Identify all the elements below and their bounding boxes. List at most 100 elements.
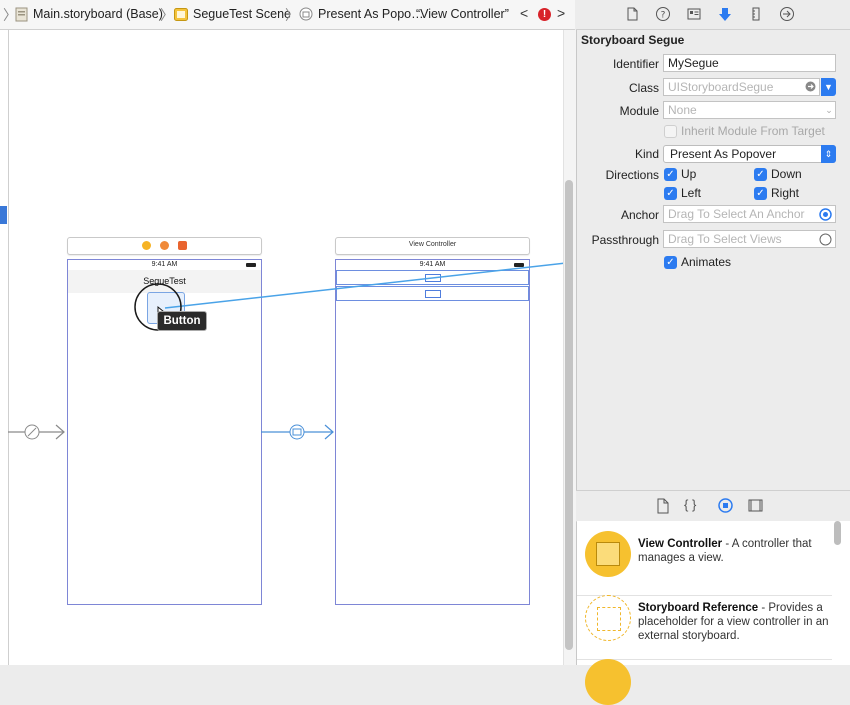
placeholder-icon [425,290,441,298]
kind-value: Present As Popover [670,147,777,161]
library-item-title: View Controller [638,538,723,550]
battery-icon [246,263,256,267]
direction-right-checkbox[interactable]: ✓ [754,187,767,200]
storyboard-file-icon [15,7,28,22]
identifier-label: Identifier [612,57,659,71]
breadcrumb: 〉 Main.storyboard (Base) 〉 SegueTest Sce… [0,0,575,30]
class-dropdown-button[interactable]: ▼ [821,78,836,96]
file-template-library-icon[interactable] [656,498,670,514]
svg-text:?: ? [661,11,666,21]
status-bar-time: 9:41 AM [419,261,446,268]
library-item-partial-icon [585,659,631,705]
connections-inspector-icon[interactable] [779,6,795,22]
chevron-right-icon[interactable]: > [557,5,566,21]
error-badge-icon[interactable]: ! [538,8,551,21]
anchor-field[interactable]: Drag To Select An Anchor [663,205,836,223]
popover-segue-glyph [292,428,302,436]
chevron-right-icon: 〉 [285,7,299,23]
object-library-list[interactable]: View Controller - A controller that mana… [577,521,850,705]
direction-down-checkbox[interactable]: ✓ [754,168,767,181]
navigation-bar [68,270,261,293]
storyboard-reference-icon [585,595,631,641]
identity-inspector-icon[interactable] [686,6,702,22]
library-item-text: Storyboard Reference - Provides a placeh… [638,601,830,643]
view-controller-icon [585,531,631,577]
status-bar-time: 9:41 AM [151,261,178,268]
scene2-dock[interactable]: View Controller [335,237,530,255]
segue-icon [299,7,313,21]
go-arrow-icon[interactable] [805,81,816,92]
selection-marker [0,206,7,224]
breadcrumb-item-destination[interactable]: “View Controller” [416,7,509,21]
module-dropdown-icon[interactable]: ⌄ [825,105,833,115]
battery-icon [514,263,524,267]
chevron-left-icon[interactable]: < [520,5,529,21]
anchor-connect-icon[interactable] [819,208,832,221]
direction-up-checkbox[interactable]: ✓ [664,168,677,181]
media-library-icon[interactable] [748,499,763,512]
inspector-tabs: ? [576,0,850,30]
direction-right-label: Right [771,186,800,200]
library-item-text: View Controller - A controller that mana… [638,537,830,565]
kind-dropdown-icon[interactable]: ⇕ [821,145,836,163]
scene-icon [174,8,188,21]
passthrough-connect-icon[interactable] [819,233,832,246]
direction-left-checkbox[interactable]: ✓ [664,187,677,200]
animates-checkbox[interactable]: ✓ [664,256,677,269]
object-library-icon[interactable] [718,498,733,513]
exit-dock-icon[interactable] [178,241,187,250]
quick-help-icon[interactable]: ? [655,6,671,22]
initial-segue-glyph [27,427,37,437]
drag-tooltip: Button [157,311,207,331]
attributes-inspector-icon[interactable] [717,6,733,22]
canvas-overlay [8,261,575,440]
popover-segue-icon[interactable] [289,424,305,440]
file-inspector-icon[interactable] [624,6,640,22]
passthrough-field[interactable]: Drag To Select Views [663,230,836,248]
navigation-title: SegueTest [143,276,186,286]
direction-up-label: Up [681,167,697,181]
scene2-dock-title: View Controller [408,241,457,248]
size-inspector-icon[interactable] [748,6,764,22]
view-controller-dock-icon[interactable] [142,241,151,250]
canvas-divider [8,30,9,665]
scene1-dock[interactable] [67,237,262,255]
toolbar-placeholder[interactable] [336,286,529,301]
kind-popup[interactable]: Present As Popover ⇕ [663,145,836,163]
module-field[interactable]: None [663,101,836,119]
placeholder-icon [425,274,441,282]
kind-label: Kind [634,147,659,161]
section-title: Storyboard Segue [581,33,685,47]
class-label: Class [628,81,659,95]
direction-down-label: Down [771,167,802,181]
inherit-module-checkbox[interactable] [664,125,677,138]
library-item-desc: - Provides a placeholder for a view cont… [638,602,829,642]
library-item-view-controller[interactable]: View Controller - A controller that mana… [577,521,832,596]
library-tabs: { } [576,490,850,522]
breadcrumb-item-scene[interactable]: SegueTest Scene [193,7,291,21]
code-snippet-library-icon[interactable]: { } [684,497,697,512]
library-item-storyboard-reference[interactable]: Storyboard Reference - Provides a placeh… [577,585,832,660]
canvas-scrollbar-thumb[interactable] [565,180,573,650]
chevron-right-icon: 〉 [3,7,17,23]
identifier-field[interactable]: MySegue [663,54,836,72]
module-label: Module [619,104,659,118]
animates-label: Animates [681,255,732,269]
view-controller-icon-square [596,542,620,566]
popover-segue-arrowhead [324,424,334,440]
directions-label: Directions [605,168,659,182]
library-item-title: Storyboard Reference [638,602,759,614]
direction-left-label: Left [681,186,702,200]
breadcrumb-item-segue[interactable]: Present As Popo… [318,7,424,21]
library-scrollbar-thumb[interactable] [834,521,841,545]
anchor-label: Anchor [620,208,659,222]
first-responder-dock-icon[interactable] [160,241,169,250]
inherit-module-label: Inherit Module From Target [681,124,825,138]
storyboard-reference-icon-square [597,607,621,631]
nav-bar-placeholder[interactable] [336,270,529,285]
breadcrumb-item-storyboard[interactable]: Main.storyboard (Base) [33,7,163,21]
scene2-view[interactable]: 9:41 AM [335,259,530,605]
chevron-right-icon: 〉 [160,7,174,23]
passthrough-label: Passthrough [591,233,659,247]
class-field[interactable]: UIStoryboardSegue [663,78,820,96]
